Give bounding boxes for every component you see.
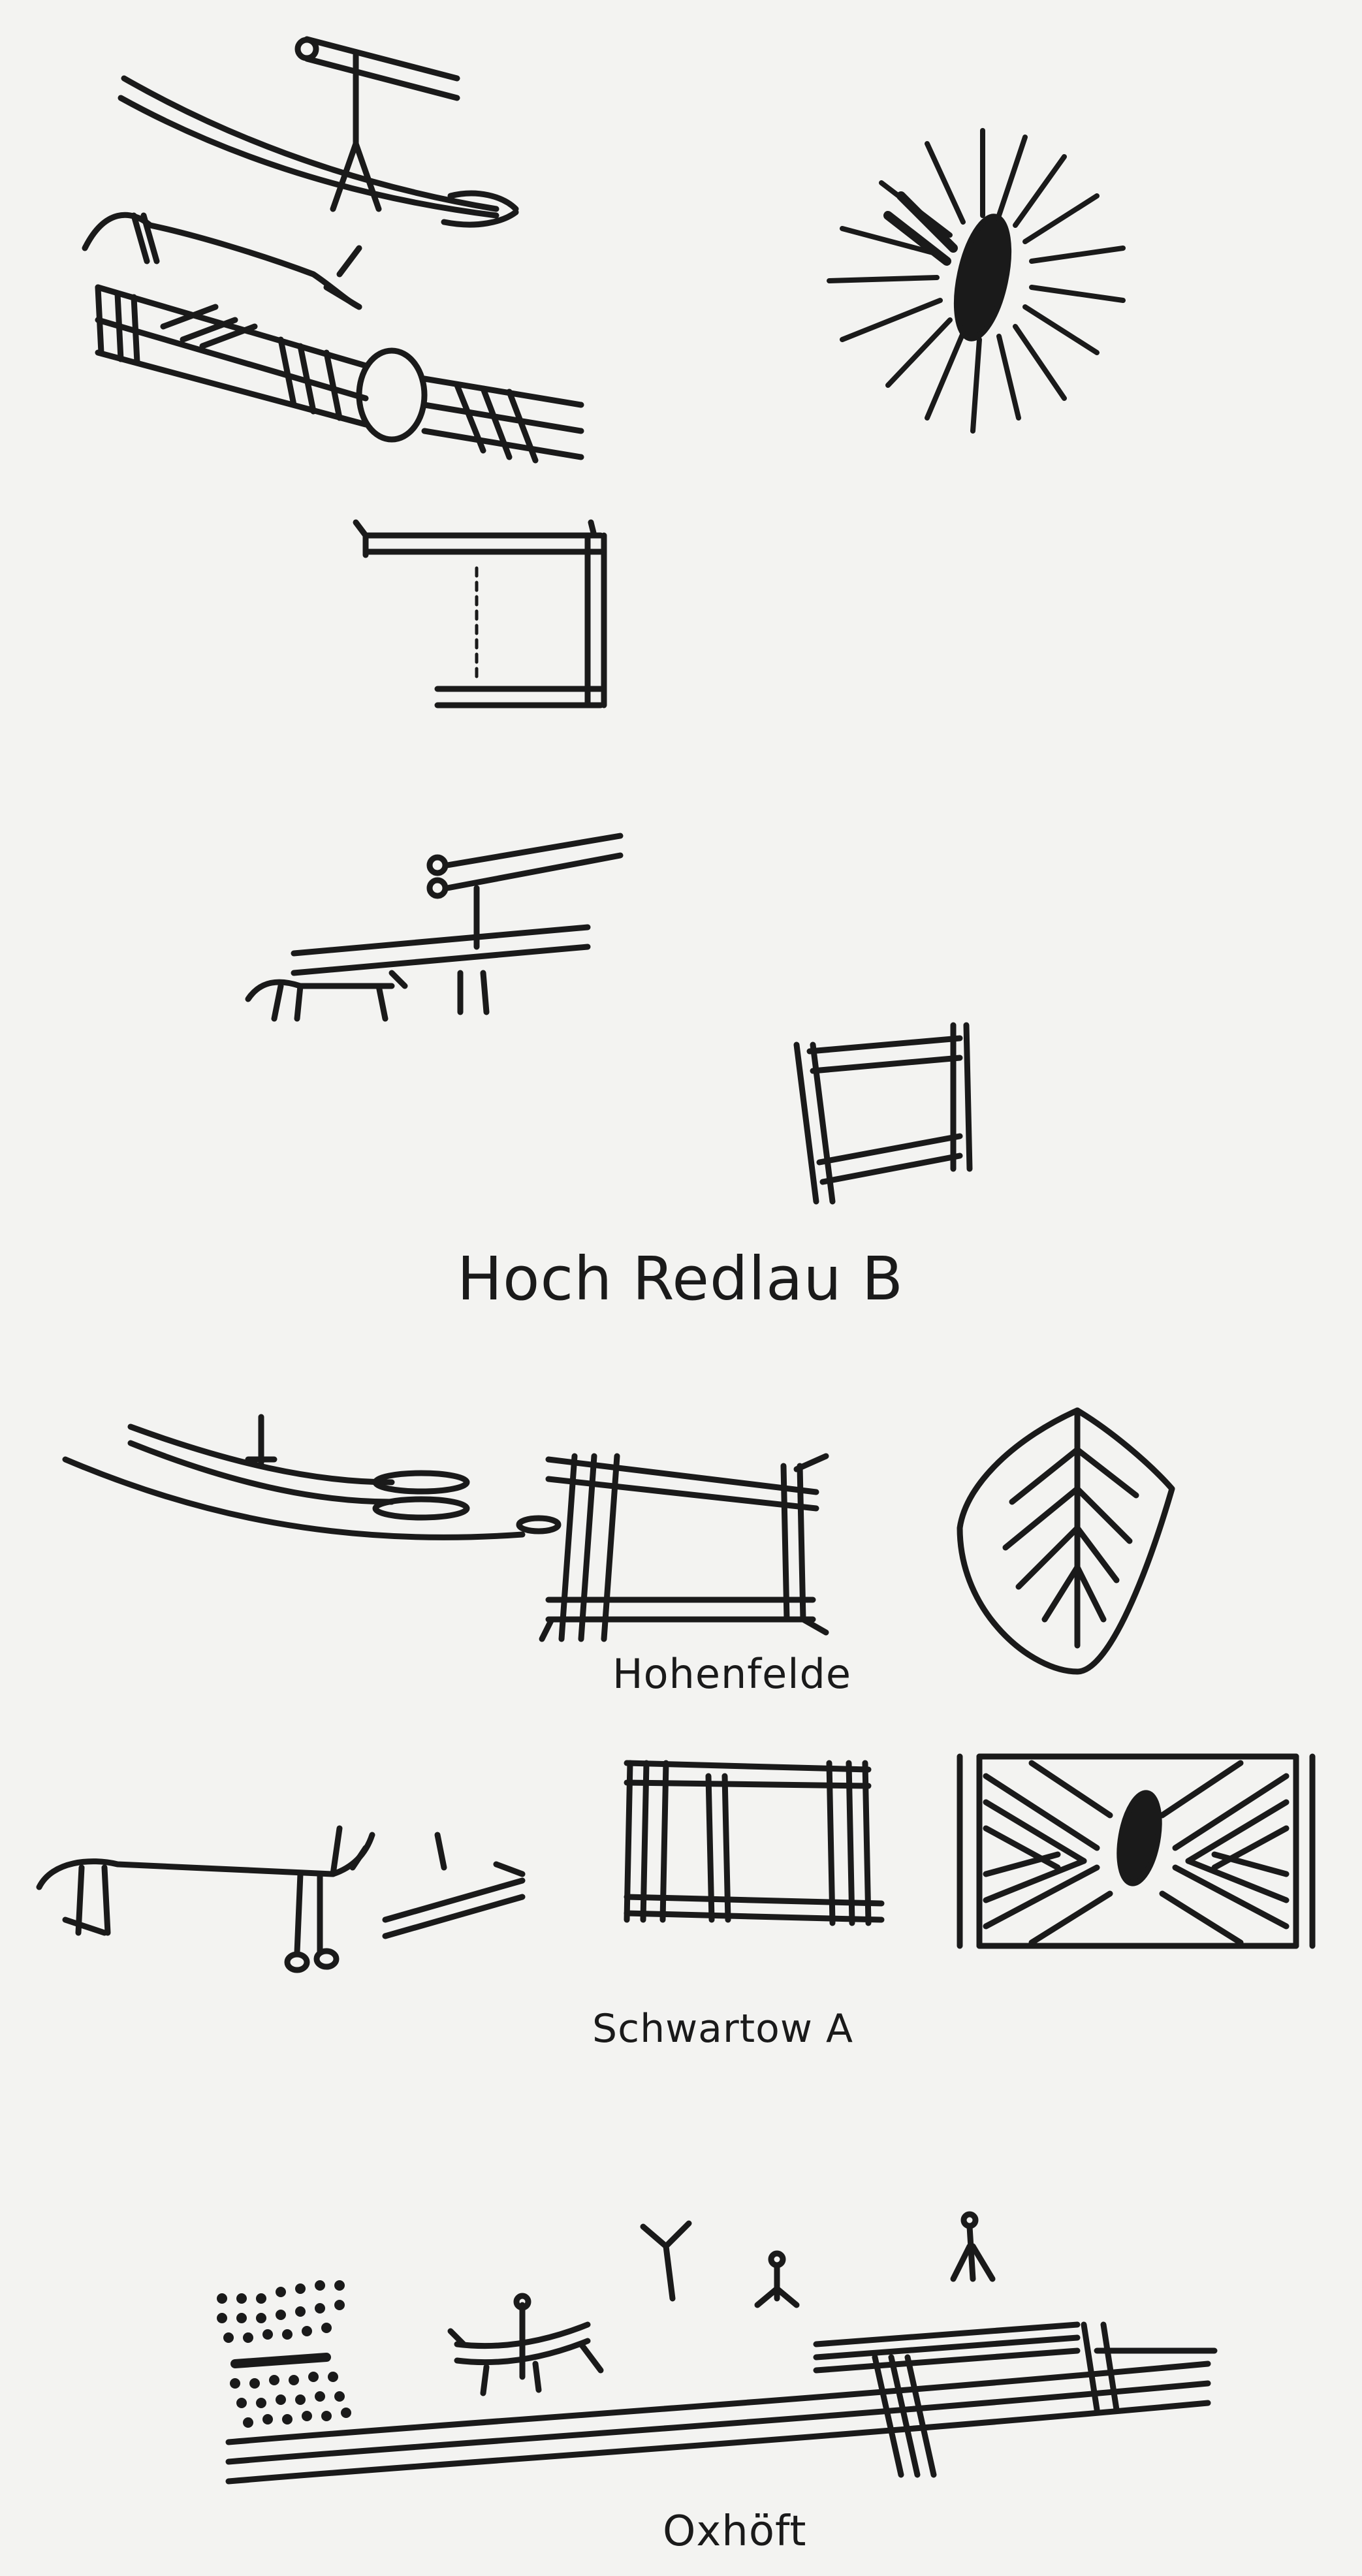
sun-icon [827,128,1126,434]
animal-icon [36,1825,526,1973]
caption-hohenfelde: Hohenfelde [612,1650,851,1698]
caption-hoch-redlau: Hoch Redlau B [457,1244,904,1314]
cupmark-panel-icon [957,1753,1316,1949]
boat-icon [62,1414,562,1540]
animal-icon [82,212,362,310]
chariot-icon [245,833,624,1022]
frame-icon [793,1022,973,1205]
boat-icon [118,36,519,228]
frame-icon [624,1760,885,1926]
banded-boat-icon [95,284,584,464]
figure-icon [640,2211,996,2308]
chariot-icon [447,2293,604,2396]
caption-schwartow: Schwartow A [592,2006,854,2052]
boat-icon [225,2321,1218,2485]
dots-icon [217,2280,351,2428]
caption-oxhoeft: Oxhöft [663,2507,807,2556]
frame-icon [539,1453,829,1642]
leaf-icon [957,1407,1175,1675]
frame-icon [353,519,607,708]
